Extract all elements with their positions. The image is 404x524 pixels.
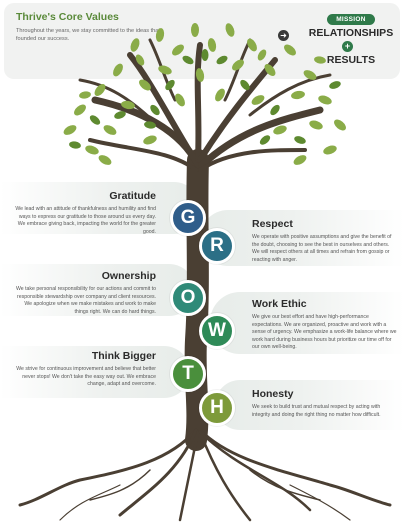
band-think-bigger — [0, 346, 190, 398]
value-respect: Respect We operate with positive assumpt… — [252, 218, 396, 264]
band-honesty — [215, 380, 404, 430]
value-title: Work Ethic — [252, 298, 307, 310]
header-card: Thrive's Core Values Throughout the year… — [4, 3, 400, 79]
band-work-ethic — [210, 292, 404, 354]
value-gratitude: Gratitude We lead with an attitude of th… — [14, 190, 156, 236]
mission-badge: MISSION — [327, 14, 375, 25]
value-description: We seek to build trust and mutual respec… — [252, 404, 381, 418]
value-description: We operate with positive assumptions and… — [252, 234, 392, 263]
mission-results: RESULTS — [326, 54, 376, 66]
value-description: We lead with an attitude of thankfulness… — [15, 206, 156, 235]
value-title: Respect — [252, 218, 293, 230]
letter-g-circle: G — [170, 200, 206, 236]
value-title: Gratitude — [109, 190, 156, 202]
page-title: Thrive's Core Values — [16, 11, 119, 23]
value-think-bigger: Think Bigger We strive for continuous im… — [14, 350, 156, 389]
letter-t-circle: T — [170, 356, 206, 392]
letter-h-circle: H — [199, 390, 235, 426]
band-respect — [200, 210, 404, 266]
letter-w-circle: W — [199, 313, 235, 349]
plus-icon: + — [342, 41, 353, 52]
band-ownership — [0, 264, 195, 316]
header-description: Throughout the years, we stay committed … — [16, 28, 160, 42]
value-description: We strive for continuous improvement and… — [16, 366, 156, 388]
letter-r-circle: R — [199, 228, 235, 264]
arrow-right-icon: ➜ — [278, 30, 289, 41]
value-honesty: Honesty We seek to build trust and mutua… — [252, 388, 398, 419]
value-work-ethic: Work Ethic We give our best effort and h… — [252, 298, 398, 352]
mission-relationships: RELATIONSHIPS — [308, 27, 394, 39]
band-gratitude — [0, 182, 200, 234]
letter-o-circle: O — [170, 280, 206, 316]
value-title: Think Bigger — [91, 350, 156, 362]
value-description: We take personal responsibility for our … — [15, 286, 156, 315]
value-title: Honesty — [252, 388, 294, 400]
value-title: Ownership — [101, 270, 156, 282]
value-description: We give our best effort and have high-pe… — [252, 314, 397, 351]
value-ownership: Ownership We take personal responsibilit… — [14, 270, 156, 316]
